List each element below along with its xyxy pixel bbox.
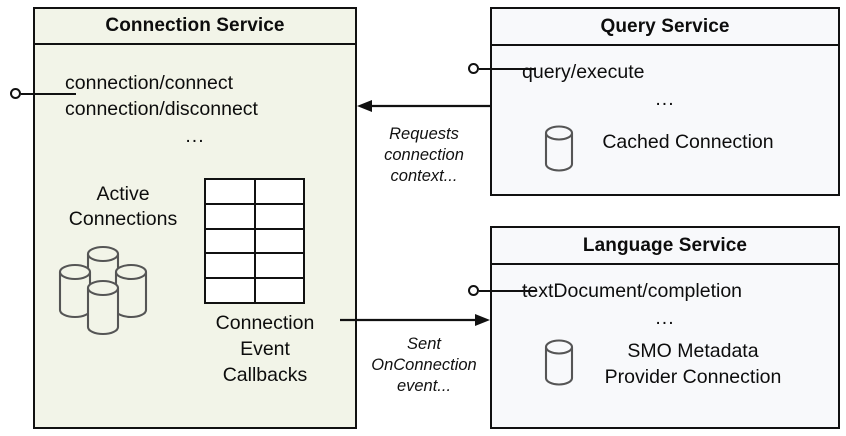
grid-table-row: [206, 229, 304, 255]
grid-table-cell: [206, 180, 256, 203]
query-to-connection-label-line3: context...: [390, 167, 458, 185]
lollipop-circle-icon: [468, 285, 479, 296]
query-service-interface-lollipop[interactable]: [468, 63, 538, 77]
connection-to-language-arrow: [340, 314, 490, 326]
cached-connection-label: Cached Connection: [602, 131, 774, 153]
grid-table-cell: [206, 204, 256, 228]
connection-service-interface-lollipop[interactable]: [10, 88, 80, 102]
query-service-title: Query Service: [492, 9, 838, 46]
query-to-connection-arrow: [357, 100, 490, 112]
lollipop-stem: [21, 93, 76, 95]
connection-service-endpoint-1[interactable]: connection/disconnect: [65, 98, 258, 120]
grid-table-row: [206, 204, 304, 230]
connection-to-language-label-line2: OnConnection: [371, 356, 477, 374]
grid-table-row: [206, 180, 303, 205]
language-service-box[interactable]: Language Service textDocument/completion…: [490, 226, 840, 429]
lollipop-circle-icon: [468, 63, 479, 74]
active-connections-label-line1: Active: [96, 183, 150, 205]
grid-table-row: [206, 254, 304, 280]
smo-metadata-label-line2: Provider Connection: [604, 366, 782, 388]
grid-table-cell: [256, 254, 304, 277]
language-service-title: Language Service: [492, 228, 838, 265]
query-to-connection-label: Requests connection context...: [360, 124, 488, 187]
connection-to-language-label-line1: Sent: [407, 335, 441, 353]
connection-service-box[interactable]: Connection Service connection/connect co…: [33, 7, 357, 429]
grid-table-cell: [256, 230, 304, 253]
grid-table-cell: [256, 180, 304, 203]
connection-service-body: connection/connect connection/disconnect…: [35, 45, 355, 431]
language-service-ellipsis: ...: [655, 307, 675, 329]
language-service-body: textDocument/completion ... SMO Metadata…: [492, 265, 838, 431]
connection-to-language-label-line3: event...: [396, 377, 452, 395]
grid-table-cell: [206, 279, 256, 302]
lollipop-stem: [479, 68, 536, 70]
callbacks-label-line2: Event: [240, 338, 290, 360]
grid-table-cell: [256, 205, 304, 228]
grid-table-icon: [204, 178, 305, 304]
grid-table-row: [206, 279, 303, 302]
query-service-ellipsis: ...: [655, 88, 675, 110]
lollipop-circle-icon: [10, 88, 21, 99]
language-service-endpoint-0[interactable]: textDocument/completion: [522, 280, 743, 302]
connection-service-ellipsis: ...: [185, 125, 205, 147]
query-service-body: query/execute ... Cached Connection: [492, 46, 838, 198]
query-to-connection-label-line1: Requests: [389, 125, 459, 143]
query-service-box[interactable]: Query Service query/execute ... Cached C…: [490, 7, 840, 196]
lollipop-stem: [479, 290, 536, 292]
callbacks-label-line3: Callbacks: [222, 364, 308, 386]
language-service-interface-lollipop[interactable]: [468, 285, 538, 299]
callbacks-label-line1: Connection: [215, 312, 315, 334]
query-service-endpoint-0[interactable]: query/execute: [522, 61, 645, 83]
grid-table-cell: [256, 279, 304, 302]
smo-metadata-label-line1: SMO Metadata: [627, 340, 759, 362]
connection-service-title: Connection Service: [35, 9, 355, 45]
grid-table-cell: [206, 254, 256, 278]
connection-to-language-label: Sent OnConnection event...: [360, 334, 488, 397]
grid-table-cell: [206, 229, 256, 253]
connection-service-endpoint-0[interactable]: connection/connect: [65, 72, 234, 94]
query-to-connection-label-line2: connection: [384, 146, 464, 164]
active-connections-label-line2: Connections: [68, 208, 178, 230]
